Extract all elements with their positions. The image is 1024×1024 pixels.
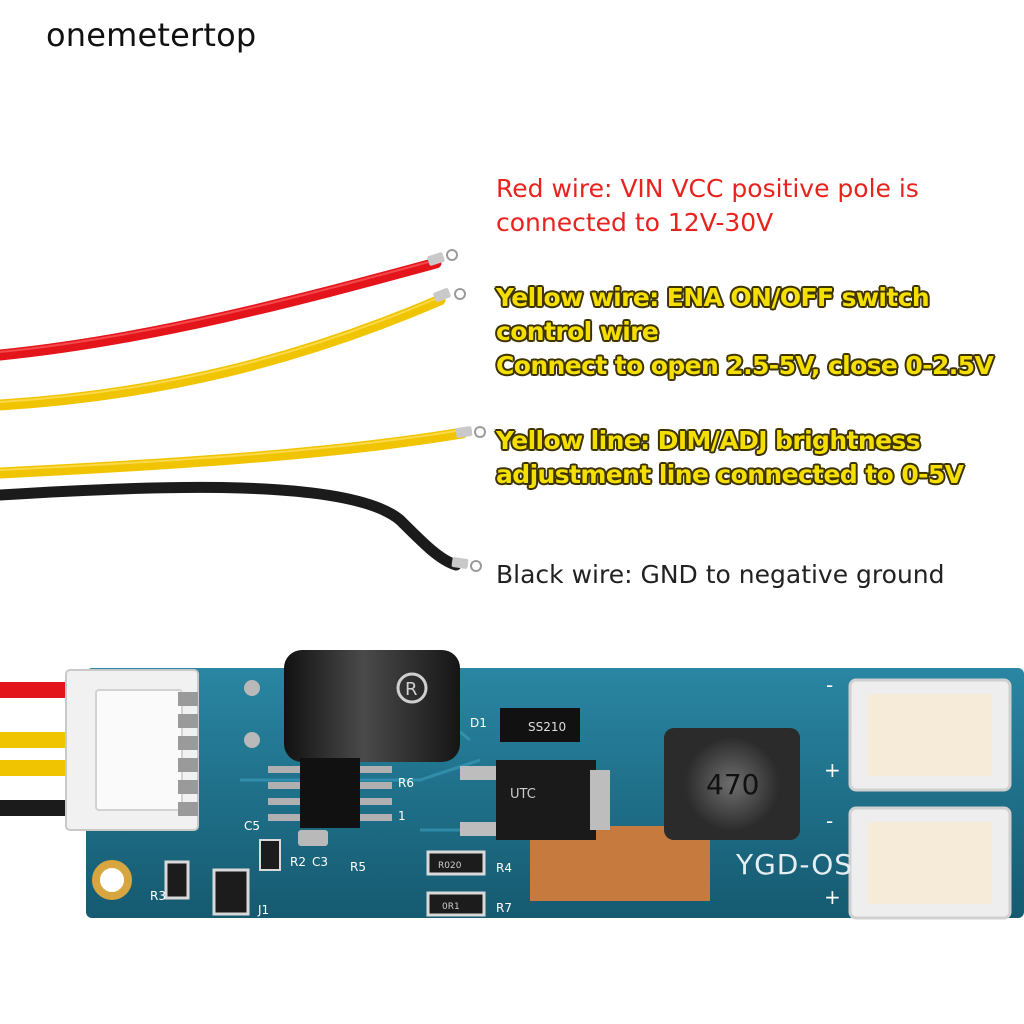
polarity-minus-top: - <box>826 809 833 833</box>
capacitor-mark: R <box>405 679 418 700</box>
wire-yellow-dim <box>0 426 486 479</box>
caption-red-wire: Red wire: VIN VCC positive pole is conne… <box>496 174 919 237</box>
wire-black <box>0 481 482 572</box>
silk-j1: J1 <box>257 903 269 917</box>
polarity-plus-bottom: + <box>824 885 841 909</box>
caption-yellow-dim-wire: Yellow line: DIM/ADJ brightness adjustme… <box>496 426 964 489</box>
inductor-value: 470 <box>706 768 759 801</box>
silk-d1: D1 <box>470 716 487 730</box>
silk-c3: C3 <box>312 855 328 869</box>
silk-r7: R7 <box>496 901 512 915</box>
pcb-board: R SS210 UTC 470 <box>65 650 1024 920</box>
diode-mark: SS210 <box>528 720 566 734</box>
silk-r2: R2 <box>290 855 306 869</box>
polarity-minus-right: - <box>826 673 833 697</box>
regulator-mark: UTC <box>510 787 536 802</box>
silk-r3: R3 <box>150 889 166 903</box>
wire-red <box>0 249 458 361</box>
silk-r6: R6 <box>398 776 414 790</box>
resistor-code-r7: 0R1 <box>442 902 460 912</box>
silk-r4: R4 <box>496 861 512 875</box>
resistor-code-r4: R020 <box>438 861 462 871</box>
silk-pin1: 1 <box>398 809 406 823</box>
silk-r5: R5 <box>350 860 366 874</box>
brand-watermark: onemetertop <box>46 16 257 54</box>
board-label: YGD-OS <box>735 848 853 881</box>
caption-black-wire: Black wire: GND to negative ground <box>496 560 945 589</box>
caption-yellow-ena-wire: Yellow wire: ENA ON/OFF switch control w… <box>496 283 994 380</box>
silk-c5: C5 <box>244 819 260 833</box>
polarity-plus-top: + <box>824 758 841 782</box>
wire-yellow-ena <box>0 287 466 411</box>
